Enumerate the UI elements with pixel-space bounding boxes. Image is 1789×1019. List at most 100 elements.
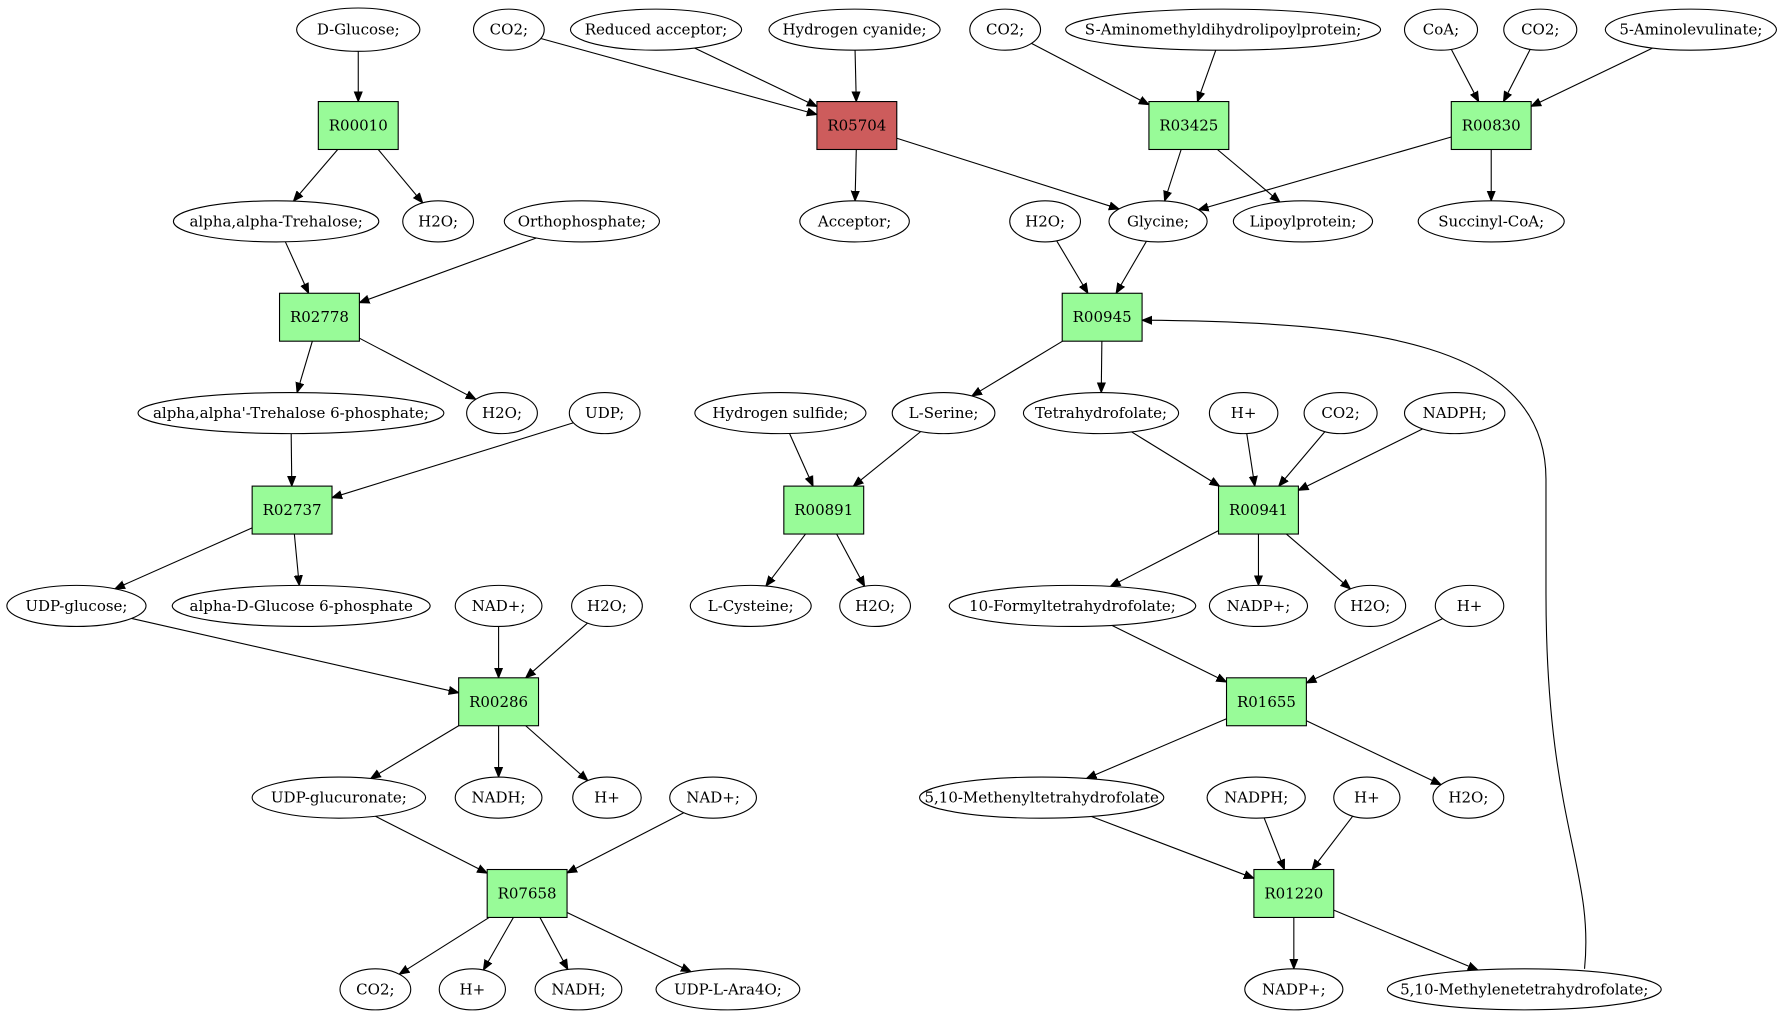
node-label: R00286 [469, 693, 528, 711]
node-label: Reduced acceptor; [585, 21, 728, 39]
compound-ellipse [1108, 200, 1208, 243]
edge-r01220-to-c-methylenethf [1333, 909, 1478, 970]
node-label: UDP-glucose; [25, 597, 127, 615]
compound-node-c-nadh-2[interactable]: NADH; [534, 968, 623, 1011]
reaction-node-r02737[interactable]: R02737 [251, 485, 333, 535]
compound-node-c-samdlp[interactable]: S-Aminomethyldihydrolipoylprotein; [1065, 8, 1382, 51]
reaction-node-r00891[interactable]: R00891 [783, 485, 865, 535]
compound-node-c-nadph-2[interactable]: NADPH; [1206, 776, 1306, 819]
compound-node-c-h2o-6[interactable]: H2O; [1334, 584, 1407, 628]
compound-ellipse [1022, 391, 1180, 435]
node-label: R02737 [263, 501, 322, 519]
compound-node-c-nadpplus-1[interactable]: NADP+; [1208, 584, 1309, 628]
node-label: R00945 [1073, 308, 1132, 326]
reaction-node-r02778[interactable]: R02778 [278, 292, 360, 342]
compound-ellipse [1333, 776, 1401, 819]
compound-node-c-dglucose[interactable]: D-Glucose; [296, 7, 421, 52]
compound-node-c-thf[interactable]: Tetrahydrofolate; [1022, 391, 1180, 435]
node-label: R01655 [1237, 693, 1296, 711]
compound-node-c-lcysteine[interactable]: L-Cysteine; [689, 584, 812, 628]
compound-node-c-h2o-3[interactable]: H2O; [571, 584, 643, 628]
reaction-node-r00945[interactable]: R00945 [1061, 292, 1143, 342]
compound-node-c-hplus-1[interactable]: H+ [572, 776, 642, 819]
reaction-node-r05704[interactable]: R05704 [816, 101, 898, 151]
compound-node-c-10fthf[interactable]: 10-Formyltetrahydrofolate; [948, 584, 1197, 628]
node-label: NADPH; [1224, 789, 1288, 807]
reaction-node-r01220[interactable]: R01220 [1253, 868, 1335, 918]
compound-node-c-reducedacceptor[interactable]: Reduced acceptor; [569, 8, 743, 51]
edge-c-udp-to-r02737 [332, 422, 574, 498]
compound-node-c-co2-1[interactable]: CO2; [339, 968, 412, 1011]
compound-node-c-hcn[interactable]: Hydrogen cyanide; [768, 8, 941, 51]
compound-node-c-aminolevulinate[interactable]: 5-Aminolevulinate; [1604, 8, 1777, 51]
compound-node-c-co2-5[interactable]: CO2; [1303, 391, 1378, 435]
compound-node-c-glucose6p[interactable]: alpha-D-Glucose 6-phosphate [171, 584, 431, 628]
compound-ellipse [655, 968, 801, 1011]
edges-layer [115, 37, 1653, 974]
compound-node-c-udpglucose[interactable]: UDP-glucose; [6, 584, 147, 628]
compound-node-c-trehalose[interactable]: alpha,alpha-Trehalose; [172, 200, 380, 243]
compound-ellipse [137, 391, 445, 435]
compound-node-c-h2o-4[interactable]: H2O; [1009, 200, 1082, 243]
compound-node-c-hplus-5[interactable]: H+ [1333, 776, 1401, 819]
compound-node-c-nadh-1[interactable]: NADH; [454, 776, 543, 819]
compound-node-c-orthophosphate[interactable]: Orthophosphate; [503, 200, 661, 243]
compound-node-c-nadplus-1[interactable]: NAD+; [454, 584, 543, 628]
compound-node-c-methenylthf[interactable]: 5,10-Methenyltetrahydrofolate [919, 776, 1165, 819]
edge-r03425-to-c-lipoylprotein [1217, 149, 1280, 202]
compound-node-c-co2-2[interactable]: CO2; [472, 8, 545, 51]
compound-node-c-hplus-4[interactable]: H+ [1434, 584, 1505, 628]
compound-node-c-lipoylprotein[interactable]: Lipoylprotein; [1232, 200, 1374, 243]
node-label: Acceptor; [817, 212, 891, 230]
compound-ellipse [1403, 391, 1506, 435]
compound-node-c-methylenethf[interactable]: 5,10-Methylenetetrahydrofolate; [1386, 968, 1662, 1011]
compound-node-c-coa[interactable]: CoA; [1403, 8, 1479, 51]
compound-node-c-h2o-7[interactable]: H2O; [1432, 776, 1505, 819]
compound-node-c-h2o-2[interactable]: H2O; [466, 391, 538, 435]
compound-node-c-nadph-1[interactable]: NADPH; [1403, 391, 1506, 435]
compound-node-c-udpara4o[interactable]: UDP-L-Ara4O; [655, 968, 801, 1011]
compound-node-c-trehalose6p[interactable]: alpha,alpha'-Trehalose 6-phosphate; [137, 391, 445, 435]
compound-node-c-udp[interactable]: UDP; [568, 391, 641, 435]
compound-node-c-udpglucuronate[interactable]: UDP-glucuronate; [251, 776, 427, 819]
compound-ellipse [919, 776, 1165, 819]
edge-c-hplus-5-to-r01220 [1312, 815, 1354, 869]
compound-ellipse [568, 391, 641, 435]
reaction-box [317, 101, 399, 151]
compound-node-c-hplus-3[interactable]: H+ [1208, 391, 1279, 435]
compound-node-c-acceptor[interactable]: Acceptor; [799, 200, 910, 243]
compound-node-c-h2o-5[interactable]: H2O; [839, 584, 912, 628]
compound-node-c-nadplus-2[interactable]: NAD+; [669, 776, 757, 819]
compound-node-c-lserine[interactable]: L-Serine; [891, 391, 996, 435]
compound-node-c-glycine[interactable]: Glycine; [1108, 200, 1208, 243]
edge-r07658-to-c-hplus-2 [483, 917, 514, 970]
node-label: Lipoylprotein; [1250, 212, 1357, 230]
node-label: Tetrahydrofolate; [1035, 404, 1167, 422]
node-label: R03425 [1159, 117, 1218, 135]
node-label: NADP+; [1227, 597, 1291, 615]
compound-node-c-nadpplus-2[interactable]: NADP+; [1244, 968, 1344, 1011]
node-label: S-Aminomethyldihydrolipoylprotein; [1085, 21, 1362, 39]
compound-ellipse [1206, 776, 1306, 819]
compound-ellipse [799, 200, 910, 243]
node-label: CO2; [490, 21, 528, 39]
reaction-node-r07658[interactable]: R07658 [486, 868, 568, 918]
edge-r07658-to-c-nadh-2 [539, 917, 568, 969]
compound-node-c-h2s[interactable]: Hydrogen sulfide; [694, 391, 867, 435]
reaction-node-r00830[interactable]: R00830 [1450, 101, 1532, 151]
reaction-node-r00010[interactable]: R00010 [317, 101, 399, 151]
compound-node-c-succinylcoa[interactable]: Succinyl-CoA; [1417, 200, 1565, 243]
compound-node-c-co2-3[interactable]: CO2; [969, 8, 1042, 51]
compound-ellipse [572, 776, 642, 819]
edge-c-nadph-2-to-r01220 [1263, 817, 1284, 870]
edge-r00010-to-c-trehalose [293, 149, 339, 201]
reaction-node-r00286[interactable]: R00286 [458, 677, 540, 727]
reaction-node-r01655[interactable]: R01655 [1225, 677, 1307, 727]
reaction-node-r00941[interactable]: R00941 [1217, 485, 1299, 535]
edge-r00941-to-c-10fthf [1110, 530, 1219, 587]
compound-node-c-hplus-2[interactable]: H+ [438, 968, 506, 1011]
node-label: NADH; [551, 980, 605, 998]
reaction-node-r03425[interactable]: R03425 [1148, 101, 1230, 151]
compound-node-c-co2-4[interactable]: CO2; [1503, 8, 1578, 51]
compound-node-c-h2o-1[interactable]: H2O; [402, 200, 475, 243]
